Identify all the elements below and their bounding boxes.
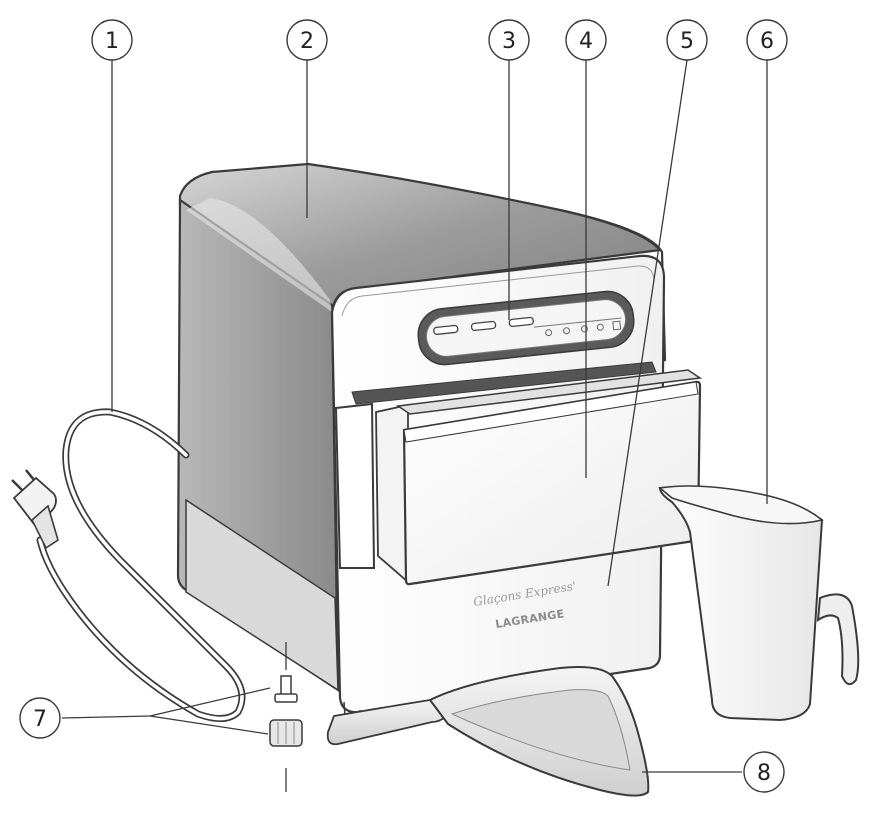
leveling-feet [269, 642, 303, 792]
indicator-icon-3 [580, 325, 588, 333]
panel-divider [533, 317, 622, 328]
ice-drawer-lip [403, 381, 699, 443]
callout-3: 3 [488, 19, 530, 61]
drawer-recess [351, 361, 657, 405]
power-cord [11, 408, 246, 722]
callout-1: 1 [91, 19, 133, 61]
foot-screw-shaft [280, 675, 292, 697]
leader-line-7a [61, 715, 151, 719]
ice-maker: Glaçons Express' LAGRANGE [176, 162, 703, 717]
callout-2-label: 2 [300, 29, 314, 54]
callout-2: 2 [286, 19, 328, 61]
plug-pin-1 [11, 479, 23, 491]
callout-1-label: 1 [105, 29, 119, 54]
callout-8-label: 8 [757, 761, 771, 786]
leader-line-5 [607, 59, 688, 587]
plug-body [31, 504, 59, 550]
indicator-icon-2 [563, 327, 571, 335]
control-buttons [433, 316, 622, 337]
leader-lines [61, 59, 768, 773]
callout-7: 7 [19, 697, 61, 739]
indicator-icon-1 [545, 329, 553, 337]
side-gloss [186, 198, 332, 312]
panel-button-3[interactable] [508, 316, 534, 328]
jug-handle [816, 593, 860, 686]
indicator-icon-4 [596, 323, 604, 331]
panel-button-2[interactable] [470, 320, 497, 332]
callout-5-label: 5 [680, 29, 694, 54]
callout-8: 8 [743, 751, 785, 793]
panel-button-1[interactable] [433, 324, 459, 335]
drawer-tray-top [395, 369, 703, 415]
callout-6: 6 [746, 19, 788, 61]
plug-pin-2 [25, 469, 35, 481]
base-strip [185, 498, 339, 692]
callout-3-label: 3 [502, 29, 516, 54]
callout-5: 5 [666, 19, 708, 61]
callout-7-label: 7 [33, 707, 47, 732]
ice-scoop [326, 666, 650, 797]
callout-6-label: 6 [760, 29, 774, 54]
callout-4: 4 [565, 19, 607, 61]
indicator-icon-5 [612, 320, 622, 331]
leader-line-7b [149, 687, 271, 717]
front-frame-line [341, 265, 655, 317]
cord-cable-highlight [38, 410, 244, 721]
drawer-housing-left [334, 402, 376, 569]
foot-screw-head [274, 693, 298, 703]
scoop-inner [450, 689, 631, 771]
control-panel-inner [425, 299, 627, 357]
leader-line-7c [149, 715, 269, 735]
callout-4-label: 4 [579, 29, 593, 54]
top-right-edge [559, 208, 667, 366]
jug-rim [658, 485, 824, 525]
water-jug [658, 485, 860, 722]
